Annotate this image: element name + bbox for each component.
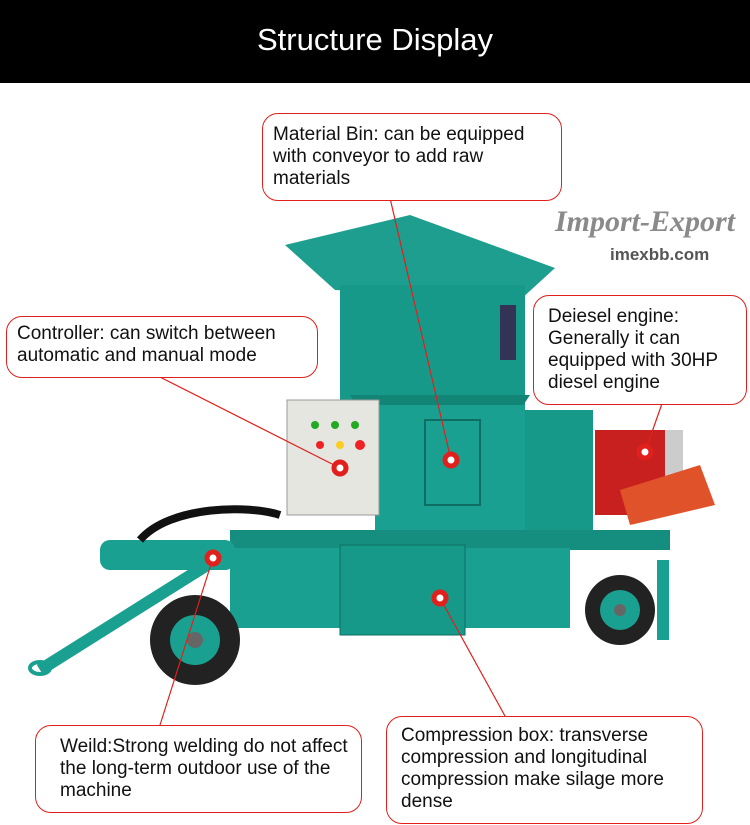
watermark-site: imexbb.com: [610, 245, 710, 264]
callout-diesel-engine: Deiesel engine: Generally it can equippe…: [533, 295, 747, 405]
callout-dots: [204, 443, 654, 607]
machine-body: [28, 215, 670, 676]
callout-weld: Weild:Strong welding do not affect the l…: [35, 725, 362, 813]
diesel-engine: [595, 430, 715, 525]
wheels: [150, 560, 669, 685]
callout-compression-box: Compression box: transverse compression …: [386, 716, 703, 824]
callout-controller: Controller: can switch between automatic…: [6, 316, 318, 378]
page-title: Structure Display: [256, 22, 494, 57]
callout-material-bin: Material Bin: can be equipped with conve…: [262, 113, 562, 201]
callout-lines: [149, 197, 666, 726]
watermark-brand: Import-Export: [555, 205, 736, 238]
header-bar: Structure Display: [0, 0, 750, 83]
control-box: [286, 399, 380, 516]
